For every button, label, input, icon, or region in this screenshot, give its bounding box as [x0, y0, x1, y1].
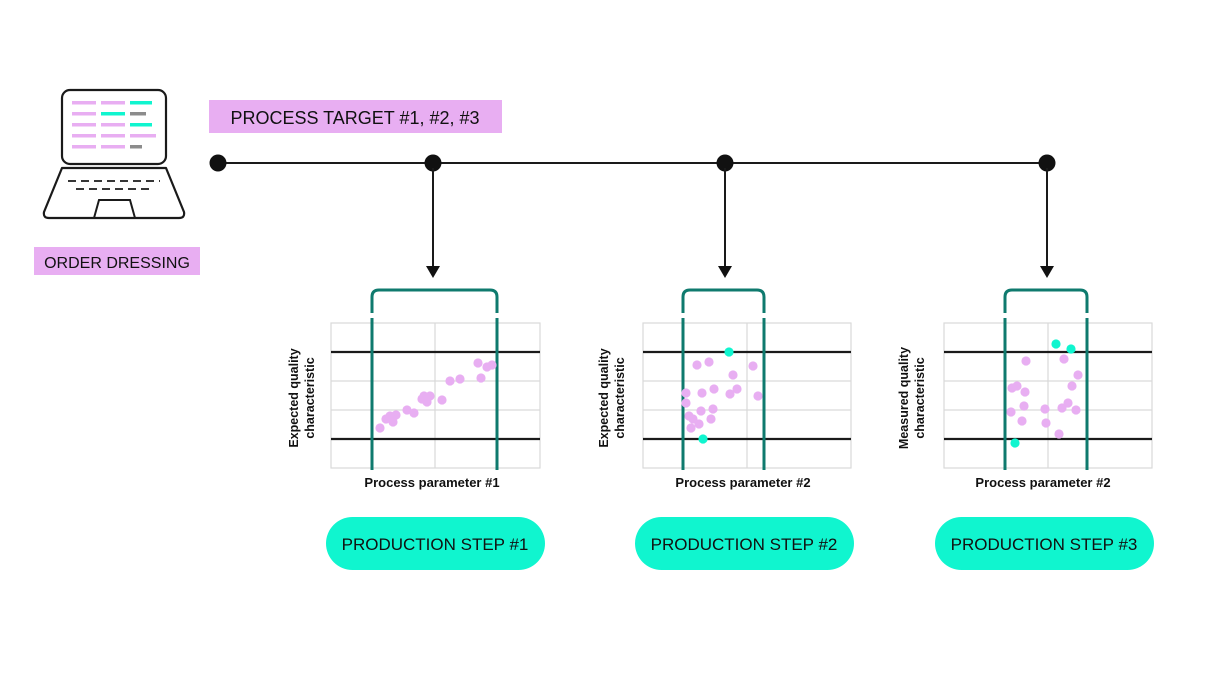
production-step-2-label: PRODUCTION STEP #2 [651, 535, 838, 554]
data-point [1021, 356, 1031, 366]
data-point [1040, 404, 1050, 414]
node-step-3 [1038, 154, 1056, 172]
target-label-box [209, 100, 502, 133]
node-step-2 [716, 154, 734, 172]
data-point [1020, 387, 1030, 397]
x-axis-label: Process parameter #2 [675, 475, 810, 490]
data-point [1017, 416, 1027, 426]
data-point [681, 388, 691, 398]
production-step-1-pill: PRODUCTION STEP #1 [326, 517, 545, 570]
scatter-points [1006, 339, 1083, 448]
data-point [732, 384, 742, 394]
data-point [1054, 429, 1064, 439]
data-point [681, 398, 691, 408]
chart-step-2: Expected quality characteristic Process … [597, 288, 852, 490]
data-point [388, 417, 398, 427]
arrow-step-2 [718, 168, 732, 278]
data-point [476, 373, 486, 383]
arrow-step-1 [426, 168, 440, 278]
data-point [391, 410, 401, 420]
data-point [1073, 370, 1083, 380]
order-label: ORDER DRESSING [44, 255, 190, 272]
data-point [375, 423, 385, 433]
data-point [1067, 381, 1077, 391]
data-point [473, 358, 483, 368]
data-point [704, 357, 714, 367]
chart-step-3: Measured quality characteristic Process … [897, 288, 1153, 490]
production-step-1-label: PRODUCTION STEP #1 [342, 535, 529, 554]
x-axis-label: Process parameter #1 [364, 475, 499, 490]
data-point [748, 361, 758, 371]
production-step-3-label: PRODUCTION STEP #3 [951, 535, 1138, 554]
data-point [402, 405, 412, 415]
y-axis-label: Expected quality [287, 348, 301, 447]
data-point [1063, 398, 1073, 408]
data-point [686, 423, 696, 433]
scatter-points [375, 358, 497, 433]
data-point [455, 374, 465, 384]
out-of-spec-point [698, 434, 708, 444]
data-point [409, 408, 419, 418]
data-point [697, 388, 707, 398]
arrow-step-3 [1040, 168, 1054, 278]
data-point [1012, 381, 1022, 391]
data-point [692, 360, 702, 370]
window-bracket [1003, 288, 1089, 313]
data-point [696, 406, 706, 416]
laptop-icon [42, 88, 186, 220]
node-step-1 [424, 154, 442, 172]
y-axis-label-2: characteristic [613, 357, 627, 438]
data-point [487, 360, 497, 370]
out-of-spec-point [724, 347, 734, 357]
scatter-points [681, 347, 763, 444]
x-axis-label: Process parameter #2 [975, 475, 1110, 490]
data-point [1059, 354, 1069, 364]
screen-bars-icon [72, 101, 156, 149]
y-axis-label-2: characteristic [303, 357, 317, 438]
window-bracket [681, 288, 766, 313]
data-point [1071, 405, 1081, 415]
production-step-2-pill: PRODUCTION STEP #2 [635, 517, 854, 570]
data-point [709, 384, 719, 394]
data-point [445, 376, 455, 386]
data-point [437, 395, 447, 405]
data-point [1006, 407, 1016, 417]
data-point [1019, 401, 1029, 411]
chart-step-1: Expected quality characteristic Process … [287, 288, 541, 490]
data-point [728, 370, 738, 380]
y-axis-label-2: characteristic [913, 357, 927, 438]
data-point [725, 389, 735, 399]
data-point [1041, 418, 1051, 428]
y-axis-label: Measured quality [897, 347, 911, 449]
data-point [753, 391, 763, 401]
out-of-spec-point [1051, 339, 1061, 349]
node-start [209, 154, 227, 172]
target-label: PROCESS TARGET #1, #2, #3 [230, 108, 479, 128]
data-point [708, 404, 718, 414]
production-step-3-pill: PRODUCTION STEP #3 [935, 517, 1154, 570]
out-of-spec-point [1066, 344, 1076, 354]
data-point [425, 391, 435, 401]
out-of-spec-point [1010, 438, 1020, 448]
window-bracket [370, 288, 499, 313]
y-axis-label: Expected quality [597, 348, 611, 447]
data-point [706, 414, 716, 424]
data-point [694, 419, 704, 429]
order-label-box [34, 247, 200, 275]
